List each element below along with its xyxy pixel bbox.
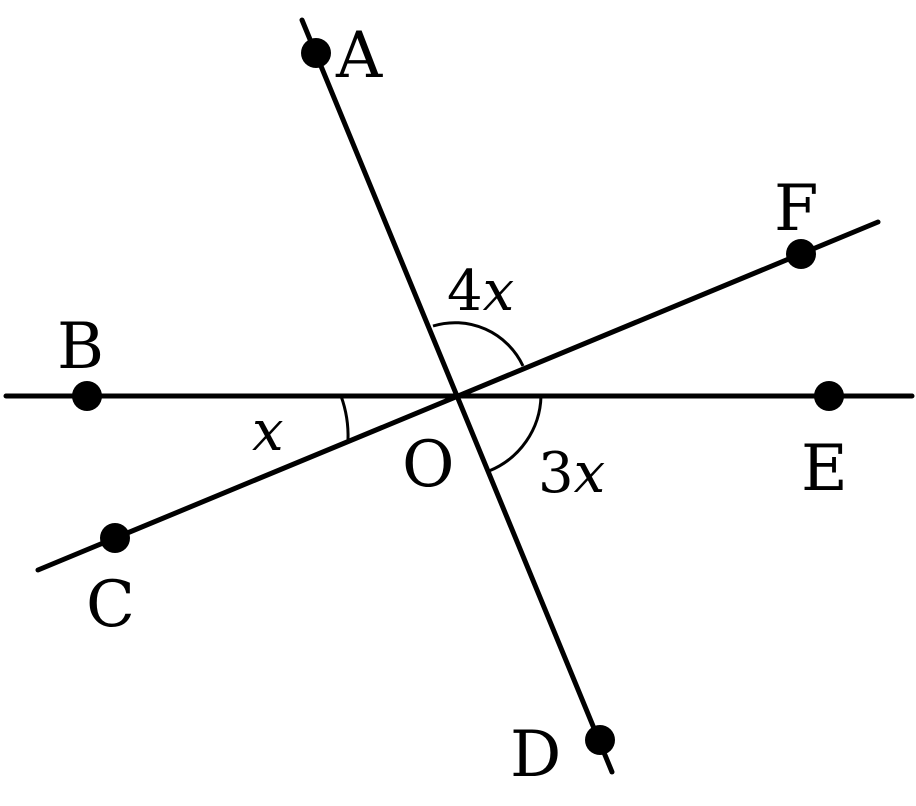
angle-arc-boc xyxy=(339,395,350,441)
angle-label-aof: 4x xyxy=(447,259,514,324)
angle-label-eod: 3x xyxy=(538,441,605,506)
point-c xyxy=(100,523,130,553)
label-f: F xyxy=(774,172,818,246)
point-e xyxy=(814,381,844,411)
point-a xyxy=(301,38,331,68)
angle-coef-aof: 4 xyxy=(447,259,483,324)
angle-coef-eod: 3 xyxy=(538,441,574,506)
label-b: B xyxy=(57,310,104,384)
label-a: A xyxy=(335,19,383,93)
angle-var-boc: x xyxy=(252,399,284,464)
angle-arc-aof xyxy=(432,321,525,367)
label-e: E xyxy=(801,432,848,506)
angle-var-aof: x xyxy=(483,259,515,324)
label-c: C xyxy=(86,568,135,642)
point-d xyxy=(585,725,615,755)
angle-arc-eod xyxy=(488,395,543,473)
angle-label-boc: x xyxy=(252,399,284,464)
line-cf xyxy=(35,219,881,573)
angle-var-eod: x xyxy=(574,441,606,506)
label-d: D xyxy=(510,718,561,792)
point-f xyxy=(786,239,816,269)
point-b xyxy=(72,381,102,411)
label-o: O xyxy=(402,428,454,502)
